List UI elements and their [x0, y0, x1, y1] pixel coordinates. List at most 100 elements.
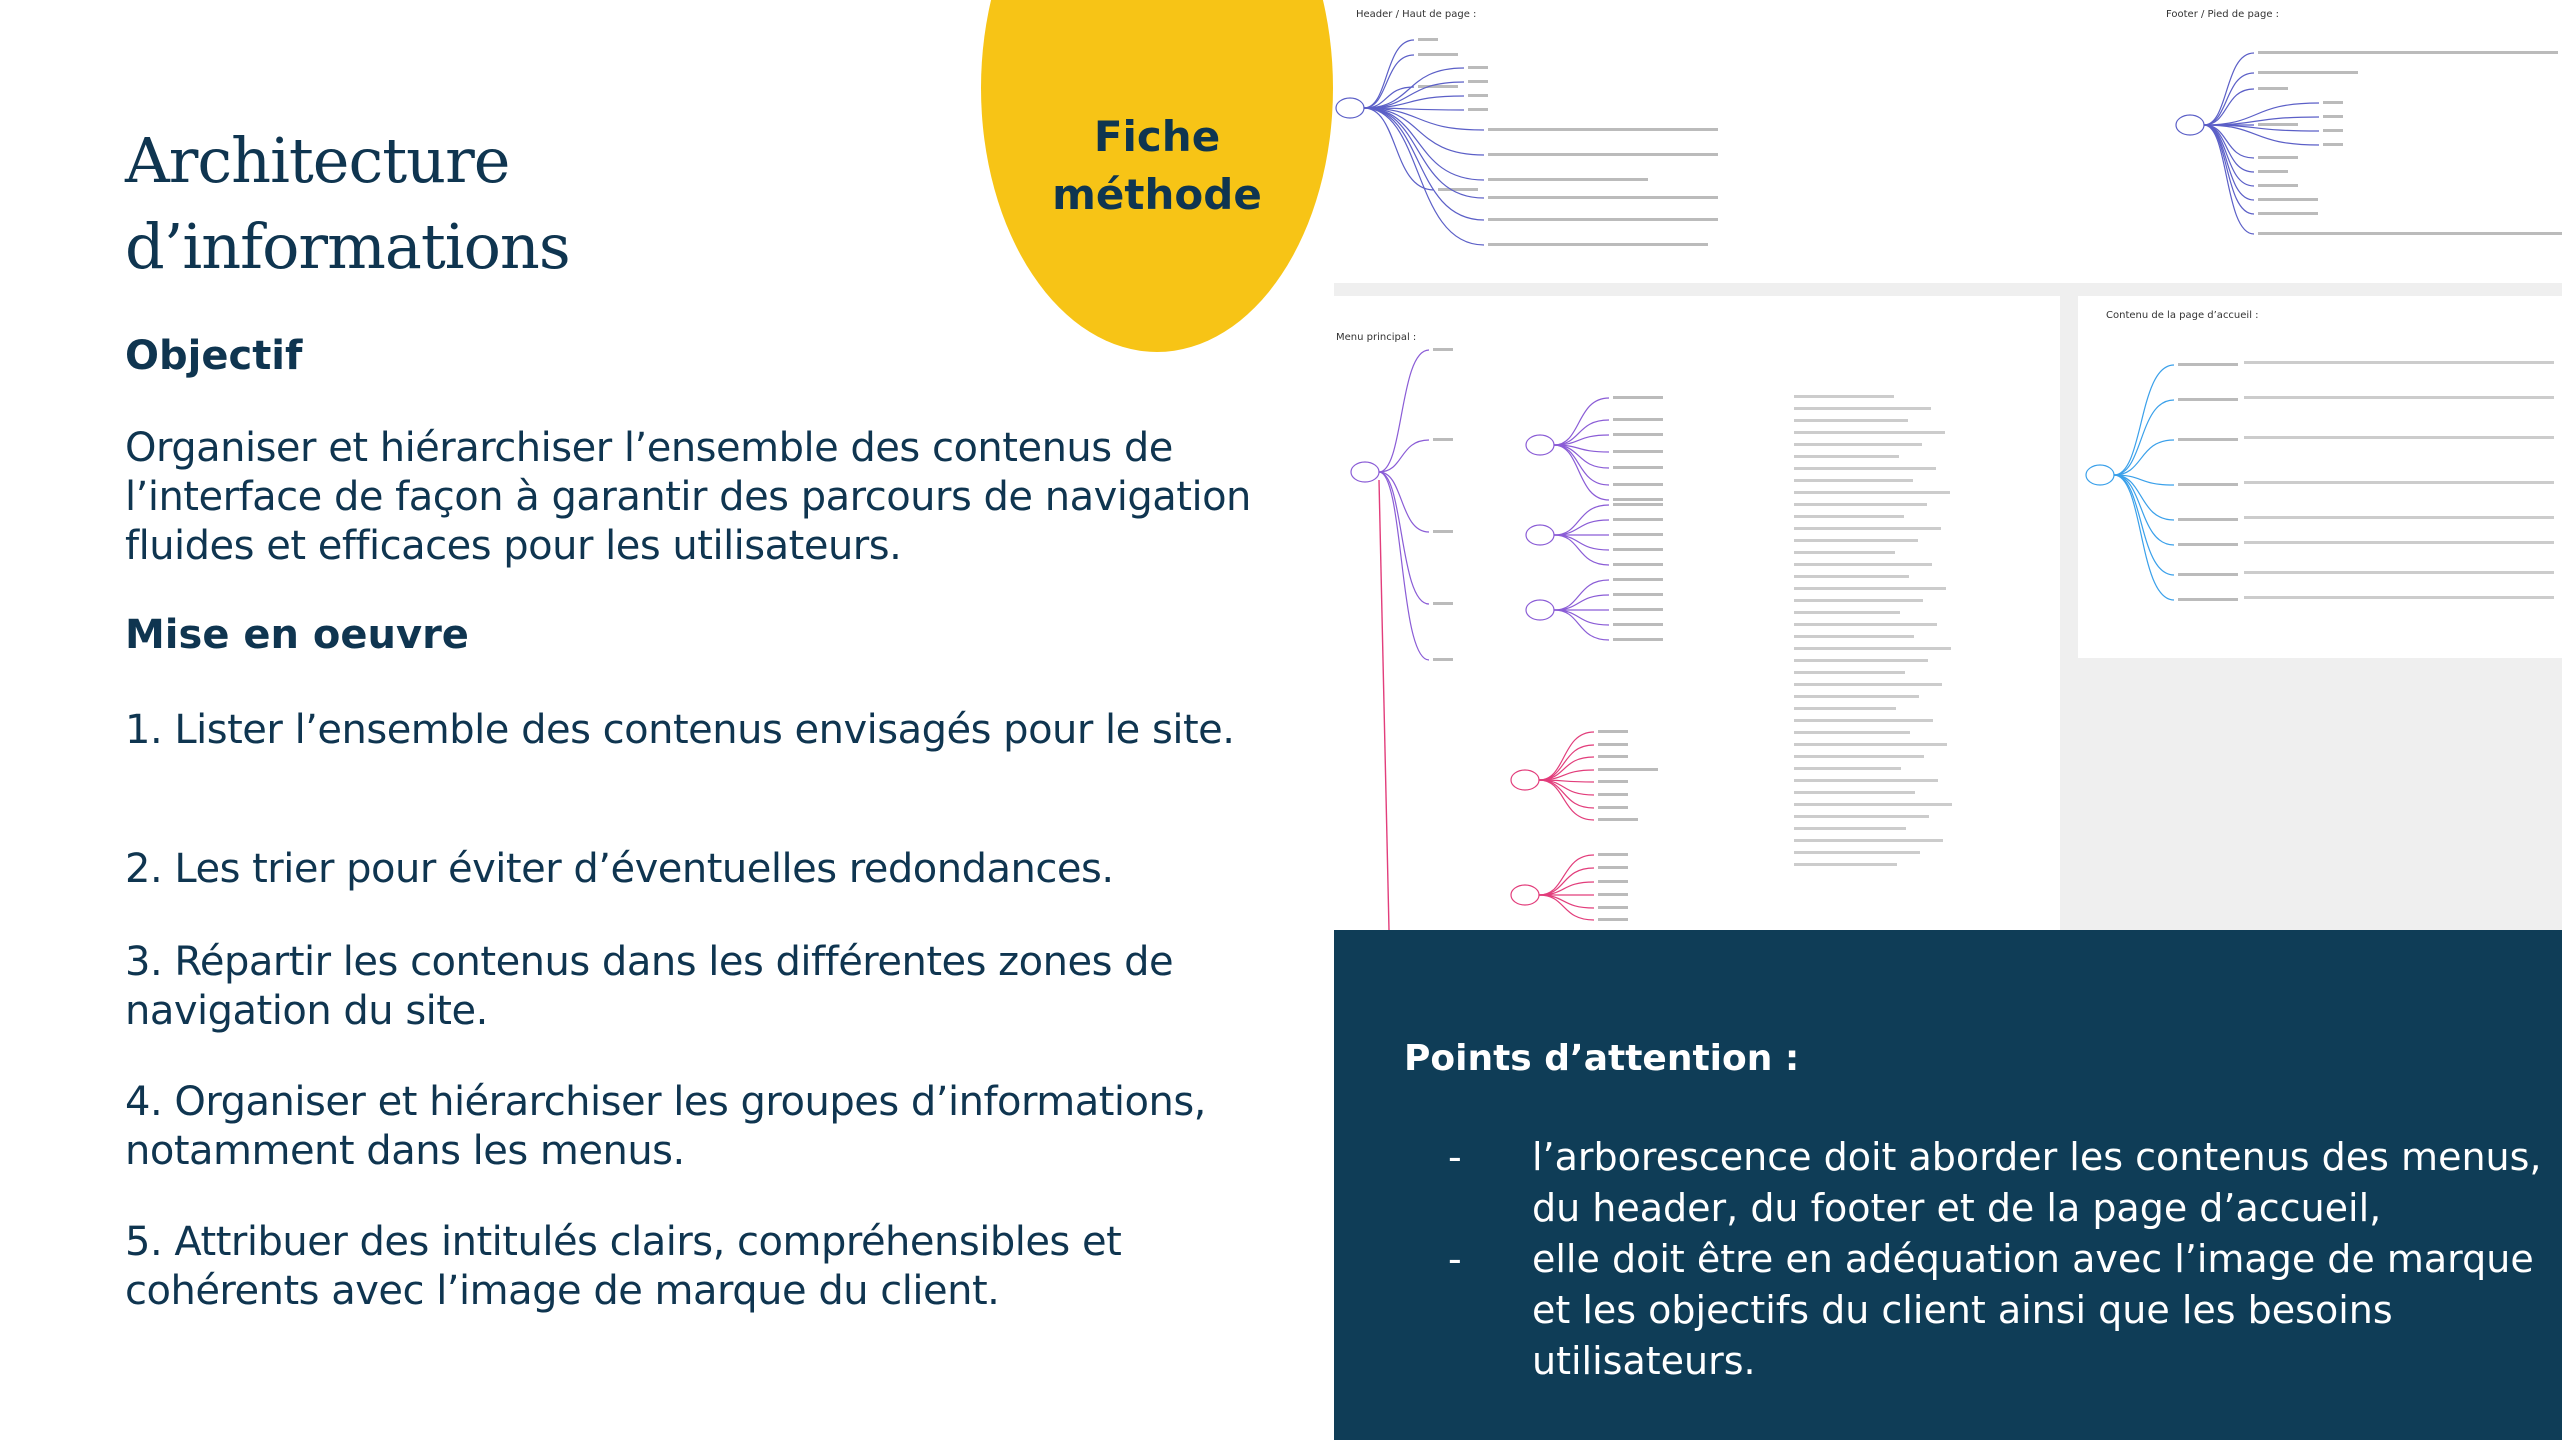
home-tree-branch	[2113, 399, 2175, 476]
menu-detail-text	[1794, 527, 1941, 530]
menu-pink-tree-label	[1598, 866, 1628, 869]
home-detail-text	[2244, 516, 2554, 519]
header-tree-label	[1488, 243, 1708, 246]
menu-sub-tree-label	[1613, 623, 1663, 626]
menu-sub-tree-label	[1613, 483, 1663, 486]
menu-sub-tree-label	[1613, 608, 1663, 611]
menu-sub-tree-label	[1613, 466, 1663, 469]
step-5: 5. Attribuer des intitulés clairs, compr…	[125, 1219, 1122, 1314]
menu-detail-text	[1794, 671, 1905, 674]
home-tree-label	[2178, 573, 2238, 576]
home-tree-label	[2178, 598, 2238, 601]
footer-tree-label	[2258, 71, 2358, 74]
menu-sub-tree-branch	[1553, 534, 1610, 566]
header-tree-branch	[1363, 107, 1485, 181]
header-tree-branch	[1363, 107, 1485, 199]
menu-tree-branch	[1378, 439, 1430, 473]
header-footer-panel	[1334, 0, 2562, 283]
bullet-text: l’arborescence doit aborder les contenus…	[1532, 1135, 2542, 1230]
menu-detail-text	[1794, 827, 1906, 830]
footer-tree-label	[2258, 184, 2298, 187]
header-tree-branch	[1363, 107, 1435, 191]
menu-pink-tree-label	[1598, 818, 1638, 821]
menu-detail-text	[1794, 791, 1915, 794]
menu-pink-tree-label	[1598, 893, 1628, 896]
menu-sub-tree-label	[1613, 578, 1663, 581]
footer-tree-label	[2323, 129, 2343, 132]
menu-detail-text	[1794, 683, 1942, 686]
menu-sub-tree-label	[1613, 418, 1663, 421]
header-tree-label	[1468, 94, 1488, 97]
attention-heading: Points d’attention :	[1404, 1038, 1800, 1079]
bullet-marker: -	[1448, 1237, 1462, 1281]
menu-tree-label	[1433, 602, 1453, 605]
menu-sub-tree-label	[1613, 518, 1663, 521]
menu-detail-text	[1794, 647, 1951, 650]
footer-tree-label	[2258, 212, 2318, 215]
menu-detail-text	[1794, 863, 1897, 866]
title-line-2: d’informations	[125, 210, 571, 283]
footer-tree-label	[2323, 101, 2343, 104]
home-tree-branch	[2113, 474, 2175, 601]
header-tree-label	[1488, 178, 1648, 181]
menu-sub-tree-label	[1613, 563, 1663, 566]
menu-detail-text	[1794, 455, 1899, 458]
home-detail-text	[2244, 571, 2554, 574]
menu-detail-text	[1794, 719, 1933, 722]
menu-detail-text	[1794, 467, 1936, 470]
home-panel	[2078, 296, 2562, 658]
menu-pink-tree-label	[1598, 730, 1628, 733]
menu-detail-text	[1794, 755, 1924, 758]
objectif-heading: Objectif	[125, 333, 303, 379]
menu-pink-tree-label	[1598, 768, 1658, 771]
home-tree-branch	[2113, 364, 2175, 476]
menu-detail-text	[1794, 395, 1894, 398]
objectif-text: Organiser et hiérarchiser l’ensemble des…	[125, 425, 1251, 569]
home-detail-text	[2244, 596, 2554, 599]
footer-tree-label	[2258, 51, 2558, 54]
menu-detail-text	[1794, 431, 1945, 434]
header-tree-label	[1488, 196, 1718, 199]
badge-line-1: Fiche	[1093, 112, 1221, 161]
footer-tree-label	[2323, 115, 2343, 118]
menu-detail-text	[1794, 587, 1946, 590]
header-tree-label	[1468, 108, 1488, 111]
menu-detail-text	[1794, 779, 1938, 782]
header-tree-label	[1488, 128, 1718, 131]
home-tree-branch	[2113, 474, 2175, 486]
menu-tree-branch	[1378, 349, 1430, 473]
home-detail-text	[2244, 436, 2554, 439]
footer-tree-branch	[2203, 124, 2320, 146]
mindmap-image: Header / Haut de page : Footer / Pied de…	[1334, 0, 2562, 931]
menu-sub-tree-label	[1613, 498, 1663, 501]
menu-detail-text	[1794, 503, 1927, 506]
mindmap-svg: Header / Haut de page : Footer / Pied de…	[1334, 0, 2562, 931]
footer-tree-branch	[2203, 88, 2255, 126]
footer-tree-label	[2258, 232, 2562, 235]
footer-tree-label	[2258, 87, 2288, 90]
badge-label: Fiche méthode	[981, 108, 1333, 224]
footer-tree-label	[2258, 156, 2298, 159]
menu-detail-text	[1794, 443, 1922, 446]
step-1: 1. Lister l’ensemble des contenus envisa…	[125, 707, 1235, 753]
header-tree-branch	[1363, 67, 1465, 109]
menu-sub-tree-label	[1613, 593, 1663, 596]
menu-pink-tree-branch	[1538, 779, 1595, 821]
header-tree-branch	[1363, 107, 1485, 221]
menu-sub-tree-branch	[1553, 609, 1610, 641]
menu-detail-text	[1794, 623, 1937, 626]
footer-tree-label	[2258, 123, 2298, 126]
menu-detail-text	[1794, 707, 1896, 710]
menu-detail-text	[1794, 731, 1910, 734]
home-title: Contenu de la page d’accueil :	[2106, 310, 2259, 321]
menu-sub-tree-label	[1613, 638, 1663, 641]
home-tree-label	[2178, 438, 2238, 441]
header-tree-label	[1468, 80, 1488, 83]
bullet-marker: -	[1448, 1135, 1462, 1179]
header-tree-label	[1418, 85, 1458, 88]
header-tree-branch	[1363, 39, 1415, 109]
menu-detail-text	[1794, 803, 1952, 806]
home-detail-text	[2244, 541, 2554, 544]
header-tree-label	[1468, 66, 1488, 69]
menu-detail-text	[1794, 539, 1918, 542]
